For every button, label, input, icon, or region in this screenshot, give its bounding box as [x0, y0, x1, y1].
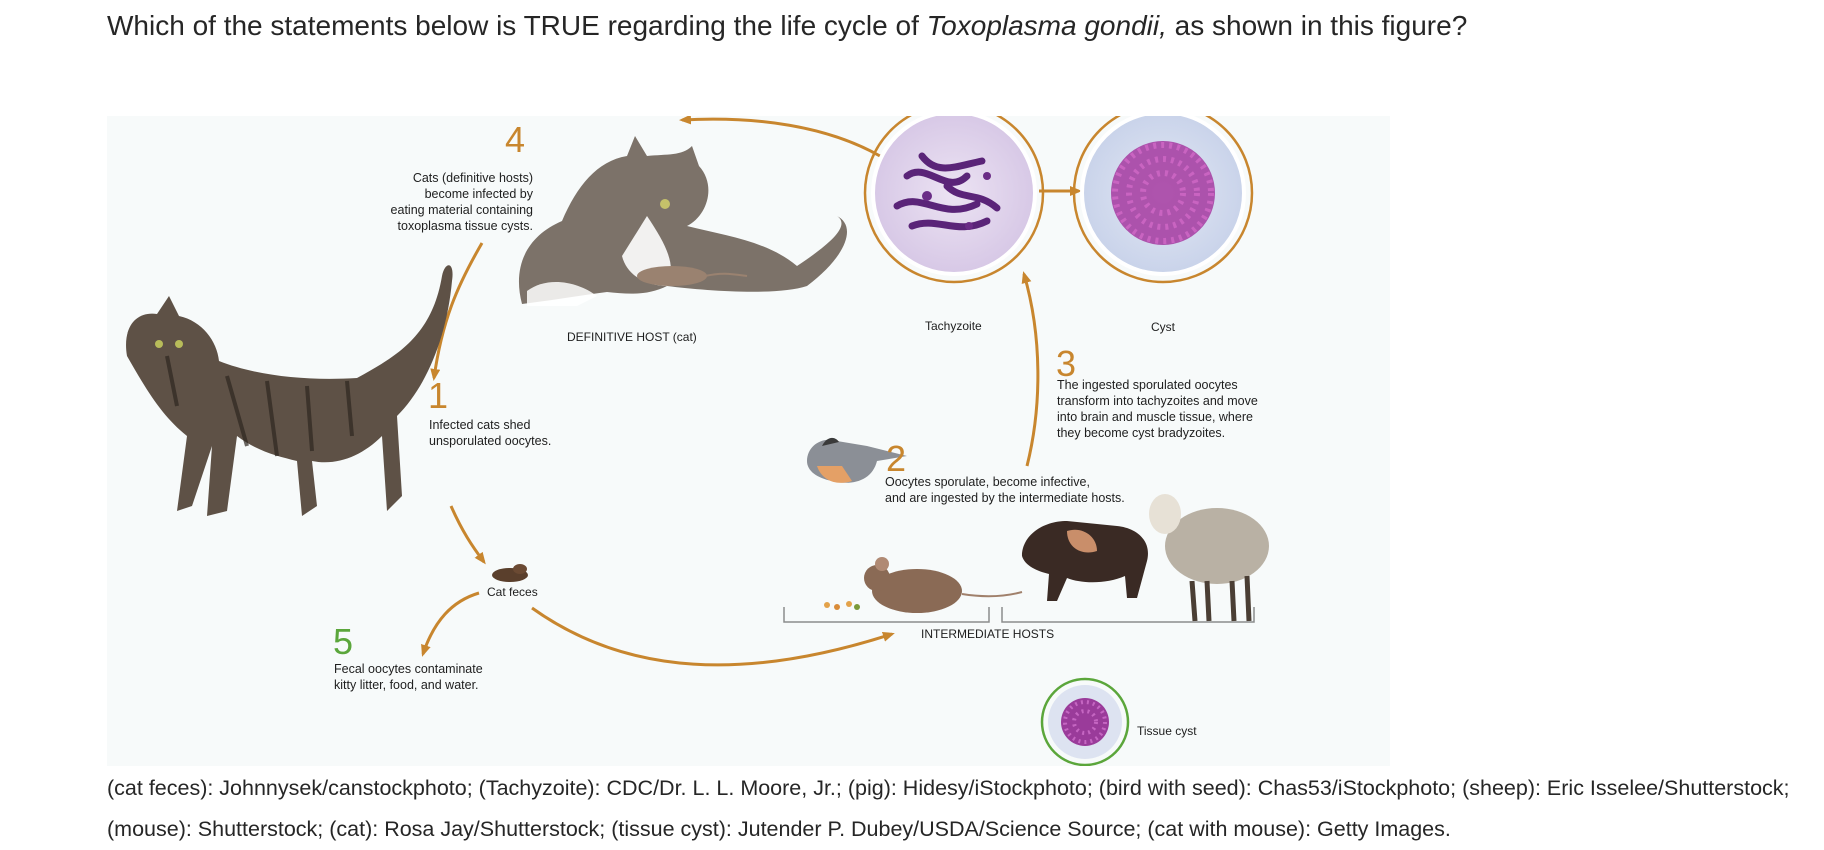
intermediate-hosts-illustration [783, 437, 1269, 623]
tissue-cyst-label: Tissue cyst [1137, 724, 1197, 738]
step-5-number: 5 [333, 621, 354, 662]
life-cycle-diagram [126, 116, 1269, 766]
pig-illustration [1022, 521, 1148, 601]
cat-feces-label: Cat feces [487, 585, 538, 599]
bird-illustration [807, 437, 907, 483]
definitive-host-label: DEFINITIVE HOST (cat) [567, 330, 697, 344]
arrow-hosts-to-tachyzoite [1021, 271, 1040, 467]
question-text: Which of the statements below is TRUE re… [107, 8, 1467, 44]
step-1-number: 1 [428, 375, 449, 416]
arrow-cat-to-feces [449, 505, 486, 565]
arrow-feces-to-hosts [531, 606, 895, 667]
organism-name: Toxoplasma gondii, [926, 10, 1167, 41]
cat-feces-illustration [492, 564, 528, 582]
tachyzoite-micrograph [863, 116, 1045, 284]
sheep-illustration [1149, 494, 1269, 622]
seeds-illustration [824, 601, 860, 610]
mouse-illustration [864, 557, 1023, 613]
life-cycle-figure: 4 Cats (definitive hosts) become infecte… [107, 116, 1390, 766]
image-credits: (cat feces): Johnnysek/canstockphoto; (T… [107, 776, 1790, 841]
question-suffix: as shown in this figure? [1166, 10, 1468, 41]
intermediate-hosts-bracket [783, 607, 1255, 623]
cyst-label: Cyst [1151, 320, 1175, 334]
standing-cat-illustration [126, 265, 453, 516]
step-3-number: 3 [1056, 343, 1077, 384]
cat-with-mouse-illustration [518, 136, 847, 306]
cyst-micrograph [1072, 116, 1254, 284]
arrow-step4-to-cat [430, 242, 484, 381]
cycle-arrows [421, 116, 1082, 667]
tachyzoite-label: Tachyzoite [925, 319, 982, 333]
step-4-number: 4 [505, 119, 526, 160]
tissue-cyst-micrograph [1040, 677, 1130, 766]
step-1-text: Infected cats shed unsporulated oocytes. [429, 418, 552, 448]
step-4-text: Cats (definitive hosts) become infected … [390, 171, 533, 233]
step-3-text: The ingested sporulated oocytes transfor… [1057, 378, 1258, 440]
arrow-feces-to-contamination [421, 591, 480, 657]
step-2-number: 2 [886, 438, 907, 479]
step-5-text: Fecal oocytes contaminate kitty litter, … [334, 662, 483, 692]
arrow-cyst-to-cat [679, 116, 881, 158]
step-2-text: Oocytes sporulate, become infective, and… [885, 475, 1125, 505]
intermediate-hosts-label: INTERMEDIATE HOSTS [921, 627, 1055, 641]
question-prefix: Which of the statements below is TRUE re… [107, 10, 927, 41]
